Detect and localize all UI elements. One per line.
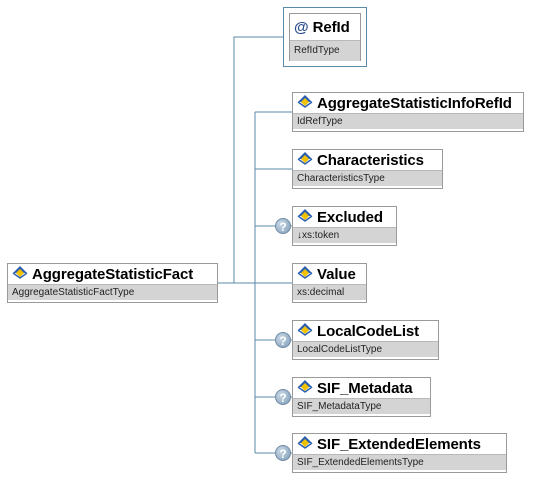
element-icon — [297, 94, 313, 113]
child-type: SIF_MetadataType — [293, 398, 430, 414]
element-icon — [297, 208, 313, 227]
optional-marker-icon: ? — [275, 332, 291, 348]
child-name: Excluded — [317, 208, 383, 226]
element-icon — [297, 322, 313, 341]
child-name: Characteristics — [317, 151, 424, 169]
optional-marker-icon: ? — [275, 389, 291, 405]
child-type: IdRefType — [293, 113, 523, 129]
child-node-sif-extended-elements[interactable]: SIF_ExtendedElements SIF_ExtendedElement… — [292, 433, 507, 473]
child-name: LocalCodeList — [317, 322, 420, 340]
root-element-name: AggregateStatisticFact — [32, 265, 194, 283]
attribute-at-icon: @ — [294, 18, 309, 36]
child-node-local-code-list[interactable]: LocalCodeList LocalCodeListType — [292, 320, 439, 360]
element-icon — [12, 265, 28, 284]
element-icon — [297, 265, 313, 284]
child-name: AggregateStatisticInfoRefId — [317, 94, 512, 112]
child-node-characteristics[interactable]: Characteristics CharacteristicsType — [292, 149, 443, 189]
child-name: SIF_ExtendedElements — [317, 435, 481, 453]
root-element-node[interactable]: AggregateStatisticFact AggregateStatisti… — [7, 263, 218, 303]
child-node-sif-metadata[interactable]: SIF_Metadata SIF_MetadataType — [292, 377, 431, 417]
root-element-type: AggregateStatisticFactType — [8, 284, 217, 300]
attributes-group: @ RefId RefIdType — [283, 7, 367, 67]
child-node-aggregate-statistic-info-refid[interactable]: AggregateStatisticInfoRefId IdRefType — [292, 92, 524, 132]
connector-attribute — [218, 36, 283, 284]
child-type: ↓xs:token — [293, 227, 396, 243]
attribute-node-refid[interactable]: @ RefId RefIdType — [289, 13, 361, 61]
attribute-type: RefIdType — [290, 40, 360, 61]
element-icon — [297, 379, 313, 398]
element-icon — [297, 435, 313, 454]
child-node-value[interactable]: Value xs:decimal — [292, 263, 367, 303]
child-name: Value — [317, 265, 356, 283]
optional-marker-icon: ? — [275, 218, 291, 234]
child-type: xs:decimal — [293, 284, 366, 300]
child-type: LocalCodeListType — [293, 341, 438, 357]
optional-marker-icon: ? — [275, 445, 291, 461]
attribute-name: RefId — [312, 18, 350, 36]
child-type: CharacteristicsType — [293, 170, 442, 186]
element-icon — [297, 151, 313, 170]
child-type: SIF_ExtendedElementsType — [293, 454, 506, 470]
child-node-excluded[interactable]: Excluded ↓xs:token — [292, 206, 397, 246]
child-name: SIF_Metadata — [317, 379, 413, 397]
